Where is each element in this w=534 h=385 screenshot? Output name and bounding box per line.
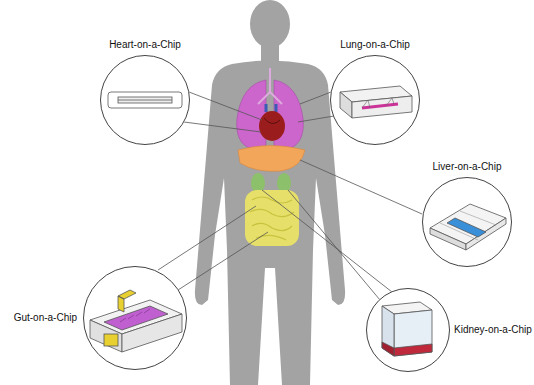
kidney-chip bbox=[382, 302, 432, 356]
chip-label: Heart-on-a-Chip bbox=[109, 39, 181, 51]
circle-outline bbox=[367, 289, 450, 372]
circle-outline bbox=[83, 266, 187, 370]
intestine-organ bbox=[245, 190, 299, 246]
organ-chip-circle: Heart-on-a-Chip bbox=[100, 55, 190, 145]
circle-outline bbox=[100, 55, 190, 145]
circle-outline bbox=[330, 55, 420, 145]
intestine-folds bbox=[250, 197, 294, 240]
organ-chip-circle: Liver-on-a-Chip bbox=[422, 177, 512, 267]
organ-chip-circle: Lung-on-a-Chip bbox=[330, 55, 420, 145]
human-silhouette bbox=[195, 0, 345, 385]
circle-outline bbox=[84, 267, 187, 370]
circle-outline bbox=[422, 177, 512, 267]
organ-chip-circle: Gut-on-a-Chip bbox=[83, 266, 187, 370]
circle-outline bbox=[366, 288, 450, 372]
heart-organ bbox=[259, 111, 285, 141]
liver-organ bbox=[238, 146, 305, 172]
gut-chip bbox=[90, 290, 182, 352]
heart-detail bbox=[264, 118, 280, 124]
chip-label: Gut-on-a-Chip bbox=[14, 312, 77, 324]
liver-chip bbox=[430, 204, 506, 250]
circle-outline bbox=[331, 56, 420, 145]
trachea bbox=[258, 68, 282, 104]
circle-grounds bbox=[83, 55, 512, 372]
chip-label: Kidney-on-a-Chip bbox=[454, 324, 532, 336]
chip-label: Lung-on-a-Chip bbox=[340, 39, 410, 51]
lung-organ bbox=[237, 80, 266, 150]
heart-chip bbox=[108, 92, 182, 108]
vessel bbox=[266, 104, 276, 112]
circle-outline bbox=[101, 56, 190, 145]
organ-chip-circle: Kidney-on-a-Chip bbox=[366, 288, 450, 372]
chip-label: Liver-on-a-Chip bbox=[433, 161, 502, 173]
circle-outline bbox=[423, 178, 512, 267]
organs bbox=[237, 68, 305, 246]
lung-chip bbox=[340, 86, 412, 118]
